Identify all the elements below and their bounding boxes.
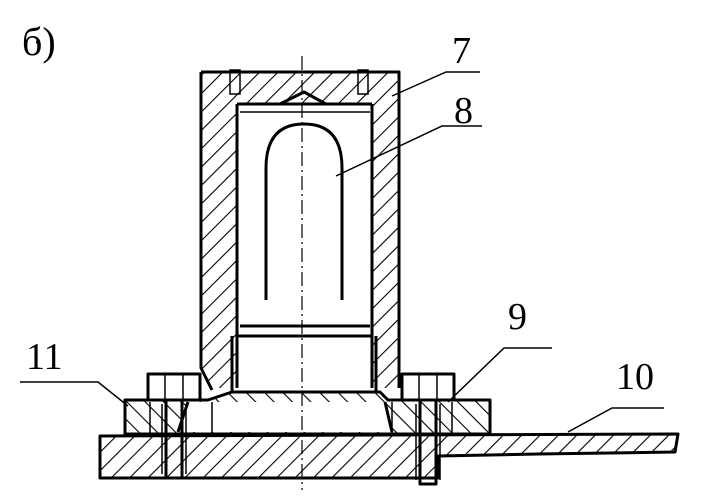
subfigure-label: б) xyxy=(22,19,56,64)
leader-lines xyxy=(20,71,664,433)
part-label-9: 9 xyxy=(508,296,527,338)
part-label-10: 10 xyxy=(616,356,654,398)
part-label-8: 8 xyxy=(454,90,473,132)
left-bolt xyxy=(146,372,202,480)
part-label-11: 11 xyxy=(26,336,63,378)
flange xyxy=(123,390,492,436)
scan-speck xyxy=(36,40,40,44)
part-label-7: 7 xyxy=(452,30,471,72)
base-plate xyxy=(98,432,680,480)
right-bolt xyxy=(400,372,456,486)
cup-housing xyxy=(199,69,401,391)
inner-sleeve xyxy=(230,111,378,392)
